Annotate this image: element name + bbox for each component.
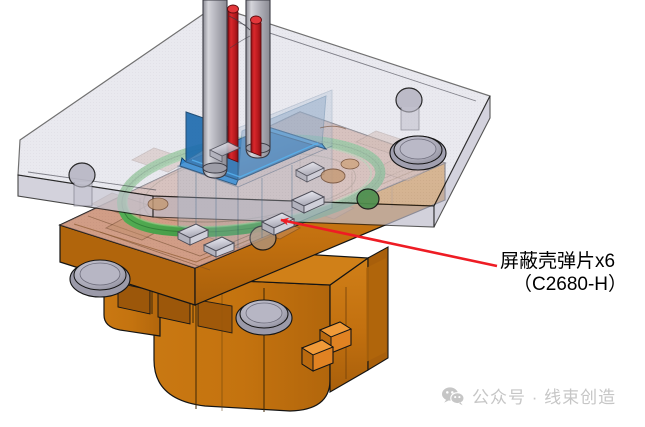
internal-posts: [147, 125, 360, 211]
terminal-assembly: [202, 0, 271, 179]
shield-spring-clip: [295, 161, 325, 183]
shield-spring-clips: [176, 141, 326, 258]
shield-spring-clip: [202, 236, 236, 258]
shield-spring-clip: [176, 223, 210, 246]
watermark: 公众号 · 线束创造: [441, 383, 616, 408]
shield-spring-clip: [290, 190, 326, 214]
boss-front-left: [69, 259, 131, 298]
wechat-icon: [442, 386, 465, 405]
locating-features: [68, 87, 447, 336]
latch-bumps: [300, 321, 353, 372]
boss-front-center: [235, 299, 293, 336]
watermark-text: 公众号 · 线束创造: [472, 388, 617, 407]
boss-right: [389, 135, 447, 171]
shield-spring-clip: [208, 141, 242, 163]
leader-arrow: [280, 217, 498, 268]
